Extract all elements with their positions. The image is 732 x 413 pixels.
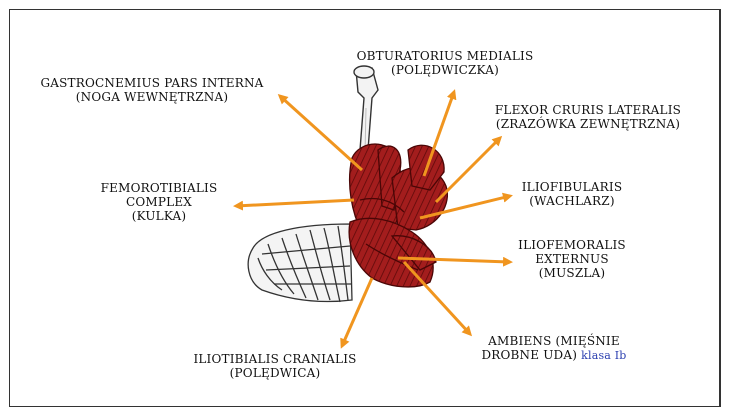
arrow-flexor [436,138,500,202]
arrow-gastrocnemius [280,96,362,170]
arrow-femorotibialis [236,200,354,206]
label-ambiens: AMBIENS (MIĘŚNIE DROBNE UDA) klasa Ib [454,334,654,363]
label-iliotibialis: ILIOTIBIALIS CRANIALIS (POLĘDWICA) [180,352,370,380]
label-iliofibularis: ILIOFIBULARIS (WACHLARZ) [512,180,632,208]
label-iliofemoralis: ILIOFEMORALIS EXTERNUS (MUSZLA) [512,238,632,280]
label-femorotibialis: FEMOROTIBIALIS COMPLEX (KULKA) [84,181,234,223]
ribcage-skeleton [248,224,352,302]
label-flexor-cruris: FLEXOR CRURIS LATERALIS (ZRAZÓWKA ZEWNĘT… [472,103,704,131]
label-obturatorius-medialis: OBTURATORIUS MEDIALIS (POLĘDWICZKA) [355,49,535,77]
label-gastrocnemius: GASTROCNEMIUS PARS INTERNA (NOGA WEWNĘTR… [34,76,270,104]
klasa-note: klasa Ib [581,349,626,362]
arrow-ambiens [404,262,470,334]
ambiens-line2: DROBNE UDA) [481,348,577,362]
